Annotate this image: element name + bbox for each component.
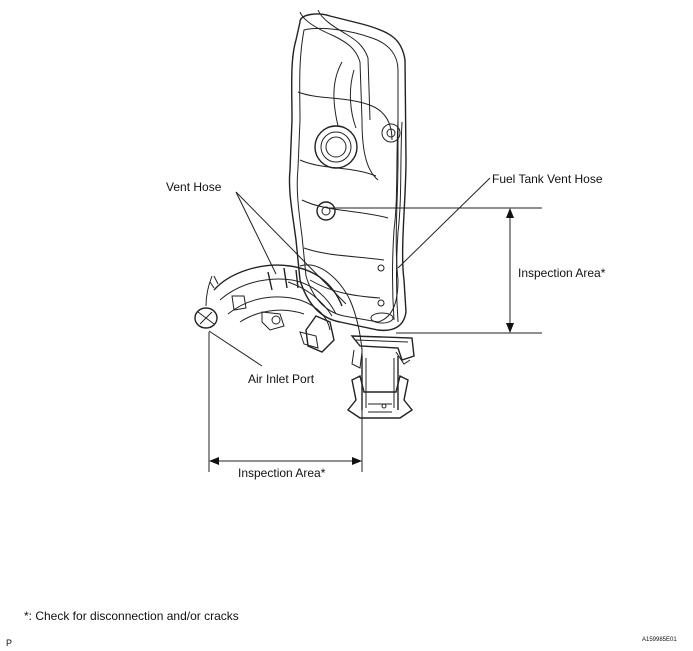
- air-inlet-port-label: Air Inlet Port: [248, 372, 315, 386]
- footnote: *: Check for disconnection and/or cracks: [24, 609, 239, 623]
- leader-lines: [208, 177, 491, 367]
- inspection-area-bottom-label: Inspection Area*: [238, 466, 326, 480]
- inspection-area-right-label: Inspection Area*: [518, 266, 606, 280]
- vent-hose-assembly: [194, 264, 363, 353]
- figure-code: A159985E01: [642, 637, 677, 643]
- vent-hose-label: Vent Hose: [166, 180, 222, 194]
- filler-pipe-bracket: [346, 335, 415, 419]
- fuel-tank: [288, 9, 407, 332]
- inspection-area-bottom-dimension: [208, 332, 363, 472]
- inspection-area-right-dimension: [328, 207, 542, 334]
- page-letter: P: [6, 638, 13, 648]
- fuel-tank-vent-hose-label: Fuel Tank Vent Hose: [492, 172, 603, 186]
